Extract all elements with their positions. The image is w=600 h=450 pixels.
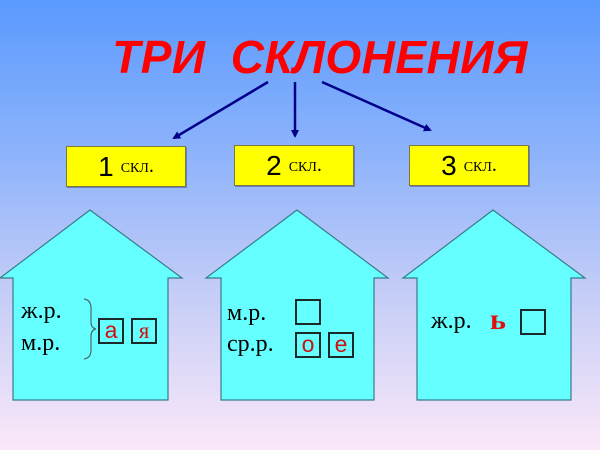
gender-masculine: м.р. — [227, 300, 267, 326]
ending-box-a: а — [98, 318, 124, 344]
declension-abbr: скл. — [288, 154, 322, 176]
arrows — [172, 80, 432, 140]
ending-letter: о — [301, 331, 315, 357]
declension-2-label: 2 скл. — [234, 145, 354, 186]
gender-neuter: ср.р. — [227, 331, 274, 357]
ending-box-o: о — [295, 332, 321, 358]
ending-box-e: е — [328, 332, 354, 358]
ending-box-empty — [520, 309, 546, 335]
declension-3-label: 3 скл. — [409, 145, 529, 186]
ending-box-empty — [295, 299, 321, 325]
arrow-to-decl-3 — [321, 80, 432, 132]
declension-abbr: скл. — [463, 154, 497, 176]
arrow-to-decl-1 — [172, 80, 269, 140]
declension-number: 2 — [266, 149, 282, 181]
gender-feminine: ж.р. — [21, 298, 62, 324]
ending-box-ya: я — [131, 318, 157, 344]
gender-masculine: м.р. — [21, 330, 61, 356]
house-2 — [204, 209, 390, 401]
declension-abbr: скл. — [120, 155, 154, 177]
ending-letter: а — [104, 317, 118, 343]
declension-1-label: 1 скл. — [66, 146, 186, 187]
declension-number: 3 — [441, 149, 457, 181]
ending-letter: я — [138, 318, 150, 343]
ending-letter: е — [334, 331, 348, 357]
declension-number: 1 — [98, 150, 114, 182]
brace-icon — [83, 298, 97, 360]
gender-feminine: ж.р. — [431, 308, 472, 334]
soft-sign-marker: ь — [490, 303, 506, 336]
diagram-title: ТРИ СКЛОНЕНИЯ — [112, 31, 528, 83]
house-3 — [401, 209, 587, 401]
